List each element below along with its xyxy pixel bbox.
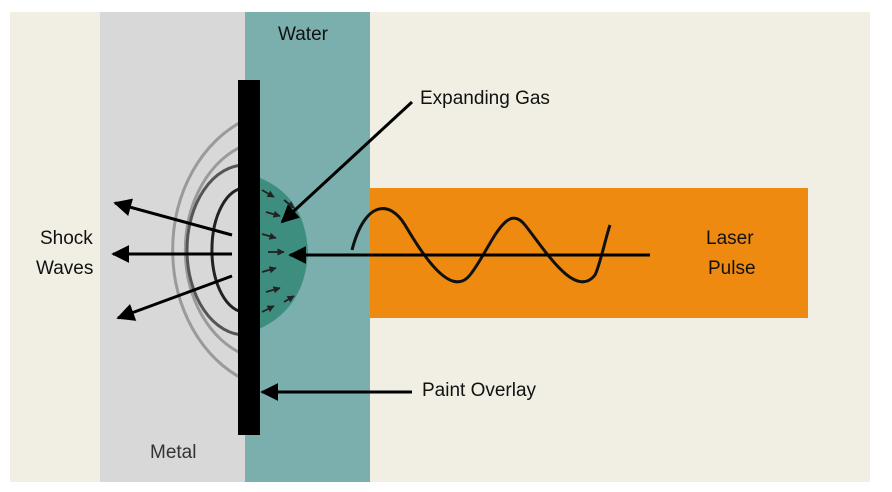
metal-label: Metal: [150, 442, 197, 463]
gas-arrow: [261, 232, 277, 240]
gas-arrow: [265, 286, 281, 294]
gas-particle-arrows: [261, 189, 295, 313]
shock-wave-arc-outer: [171, 118, 246, 382]
shock-wave-arcs: [171, 118, 246, 382]
expanding-gas-pointer: [280, 100, 414, 224]
expanding-gas-label: Expanding Gas: [420, 88, 550, 109]
laser-label: Laser: [706, 228, 754, 249]
shock-label: Shock: [40, 228, 93, 249]
shock-arrow-up: [113, 198, 233, 237]
paint-overlay-layer: [238, 80, 260, 435]
gas-arrow: [261, 305, 275, 313]
paint-overlay-label: Paint Overlay: [422, 380, 537, 401]
gas-arrow: [265, 210, 281, 218]
waves-label: Waves: [36, 258, 94, 279]
shock-arrow-down: [116, 274, 233, 321]
shock-wave-arc-3: [183, 143, 246, 357]
laser-pulse-bar: [370, 188, 808, 318]
gas-arrow: [283, 295, 295, 303]
gas-arrow: [261, 189, 275, 198]
laser-wave: [350, 207, 612, 284]
shock-wave-arc-inner: [210, 186, 246, 314]
shock-wave-arc-2: [185, 163, 246, 337]
water-label: Water: [278, 24, 328, 45]
gas-arrow: [261, 266, 277, 274]
pulse-label: Pulse: [708, 258, 756, 279]
